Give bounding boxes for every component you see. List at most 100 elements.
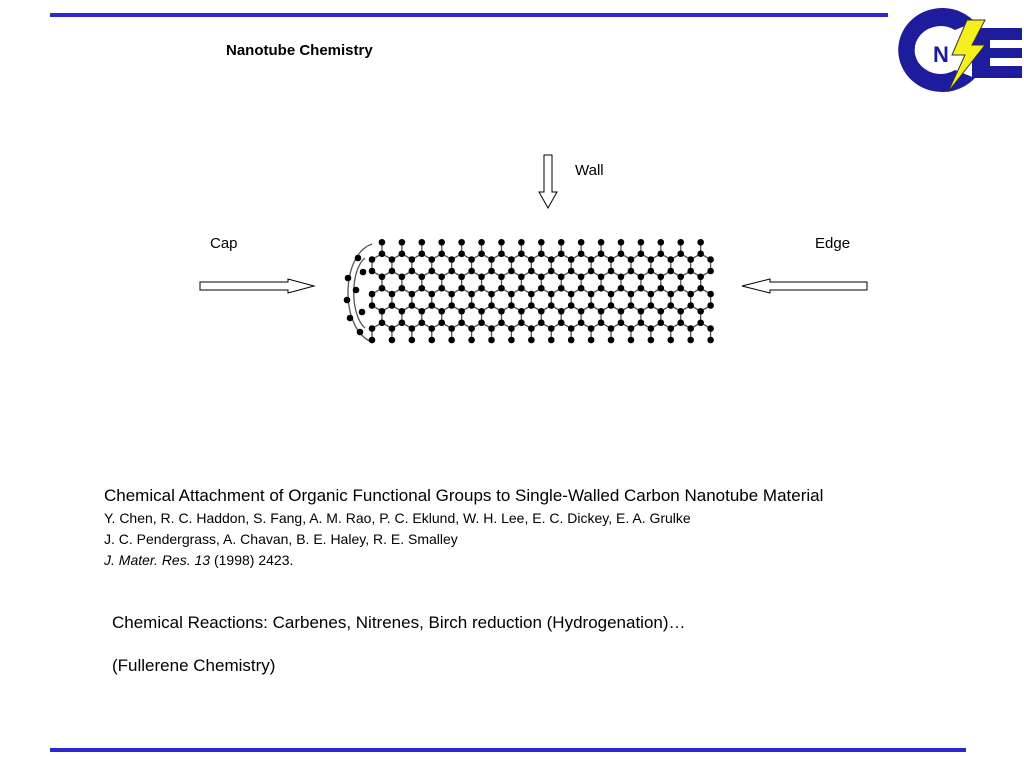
carbon-atom: [557, 273, 565, 281]
carbon-atom: [637, 250, 645, 258]
carbon-atom: [388, 336, 396, 344]
carbon-atom: [538, 319, 545, 327]
carbon-atom: [627, 256, 635, 263]
carbon-atom: [687, 290, 694, 298]
carbon-atom: [438, 319, 446, 327]
carbon-atom: [697, 238, 704, 246]
carbon-atom: [567, 290, 575, 298]
carbon-atom: [438, 250, 446, 258]
carbon-atom: [597, 319, 605, 327]
carbon-atom: [657, 284, 665, 292]
carbon-atom: [448, 256, 455, 263]
carbon-atom: [697, 307, 704, 315]
carbon-atom: [557, 284, 565, 292]
carbon-atom: [597, 238, 605, 246]
wall-label: Wall: [575, 162, 604, 179]
carbon-atom: [677, 273, 685, 281]
carbon-atom: [677, 319, 685, 327]
carbon-atom: [627, 290, 635, 298]
carbon-atom: [597, 250, 605, 258]
carbon-atom: [368, 302, 376, 309]
carbon-atom: [528, 336, 535, 344]
carbon-atom: [577, 319, 585, 327]
carbon-atom: [687, 302, 694, 309]
carbon-atom: [488, 325, 495, 332]
carbon-atom: [398, 250, 406, 258]
carbon-atom: [528, 290, 535, 298]
carbon-atom: [667, 290, 675, 298]
reference-authors-1: Y. Chen, R. C. Haddon, S. Fang, A. M. Ra…: [104, 510, 691, 526]
carbon-atom: [408, 290, 416, 298]
carbon-atom: [707, 256, 714, 263]
carbon-atom: [478, 250, 485, 258]
svg-text:N: N: [933, 42, 949, 67]
fullerene-text: (Fullerene Chemistry): [112, 656, 276, 675]
carbon-atom: [528, 302, 535, 309]
carbon-atom: [508, 336, 515, 344]
carbon-atom: [428, 256, 436, 263]
carbon-atom: [498, 250, 505, 258]
citation-rest: (1998) 2423.: [210, 552, 294, 568]
cap-label: Cap: [210, 235, 238, 252]
carbon-atom: [587, 290, 595, 298]
carbon-atom: [352, 286, 360, 294]
carbon-atom: [418, 273, 426, 281]
carbon-atom: [368, 336, 376, 344]
carbon-atom: [344, 274, 352, 282]
carbon-atom: [547, 256, 555, 263]
top-rule: [50, 13, 888, 17]
carbon-atom: [617, 319, 625, 327]
cap-arrow: [199, 278, 316, 294]
carbon-atom: [508, 325, 515, 332]
journal-volume: 13: [194, 552, 211, 568]
carbon-atom: [378, 250, 386, 258]
carbon-atom: [408, 325, 416, 332]
carbon-atom: [627, 336, 635, 344]
carbon-atom: [438, 238, 446, 246]
carbon-atom: [687, 325, 694, 332]
carbon-atom: [707, 302, 714, 309]
carbon-atom: [428, 325, 436, 332]
carbon-atom: [378, 307, 386, 315]
carbon-atom: [408, 336, 416, 344]
carbon-atom: [667, 325, 675, 332]
carbon-atom: [667, 267, 675, 275]
carbon-atom: [607, 290, 615, 298]
carbon-atom: [617, 284, 625, 292]
carbon-atom: [488, 336, 495, 344]
carbon-atom: [498, 319, 505, 327]
carbon-atom: [707, 336, 714, 344]
carbon-atom: [697, 273, 704, 281]
carbon-atom: [468, 302, 475, 309]
carbon-atom: [707, 267, 714, 275]
carbon-atom: [478, 319, 485, 327]
carbon-atom: [438, 307, 446, 315]
carbon-atom: [697, 319, 704, 327]
carbon-atom: [538, 273, 545, 281]
carbon-atom: [448, 336, 455, 344]
reference-authors-2: J. C. Pendergrass, A. Chavan, B. E. Hale…: [104, 531, 458, 547]
carbon-atom: [567, 302, 575, 309]
carbon-atom: [528, 256, 535, 263]
carbon-atom: [398, 319, 406, 327]
carbon-atom: [388, 302, 396, 309]
carbon-atom: [547, 302, 555, 309]
carbon-atom: [587, 325, 595, 332]
carbon-atom: [657, 319, 665, 327]
carbon-atom: [677, 284, 685, 292]
carbon-atom: [398, 307, 406, 315]
carbon-atom: [667, 336, 675, 344]
carbon-atom: [697, 284, 704, 292]
carbon-atom: [587, 256, 595, 263]
carbon-atom: [354, 254, 362, 262]
carbon-atom: [398, 273, 406, 281]
carbon-atom: [508, 267, 515, 275]
carbon-atom: [458, 307, 465, 315]
carbon-atom: [637, 238, 645, 246]
carbon-atom: [368, 290, 376, 298]
carbon-atom: [677, 238, 685, 246]
carbon-atom: [528, 267, 535, 275]
carbon-atom: [438, 284, 446, 292]
carbon-atom: [597, 273, 605, 281]
carbon-atom: [637, 273, 645, 281]
